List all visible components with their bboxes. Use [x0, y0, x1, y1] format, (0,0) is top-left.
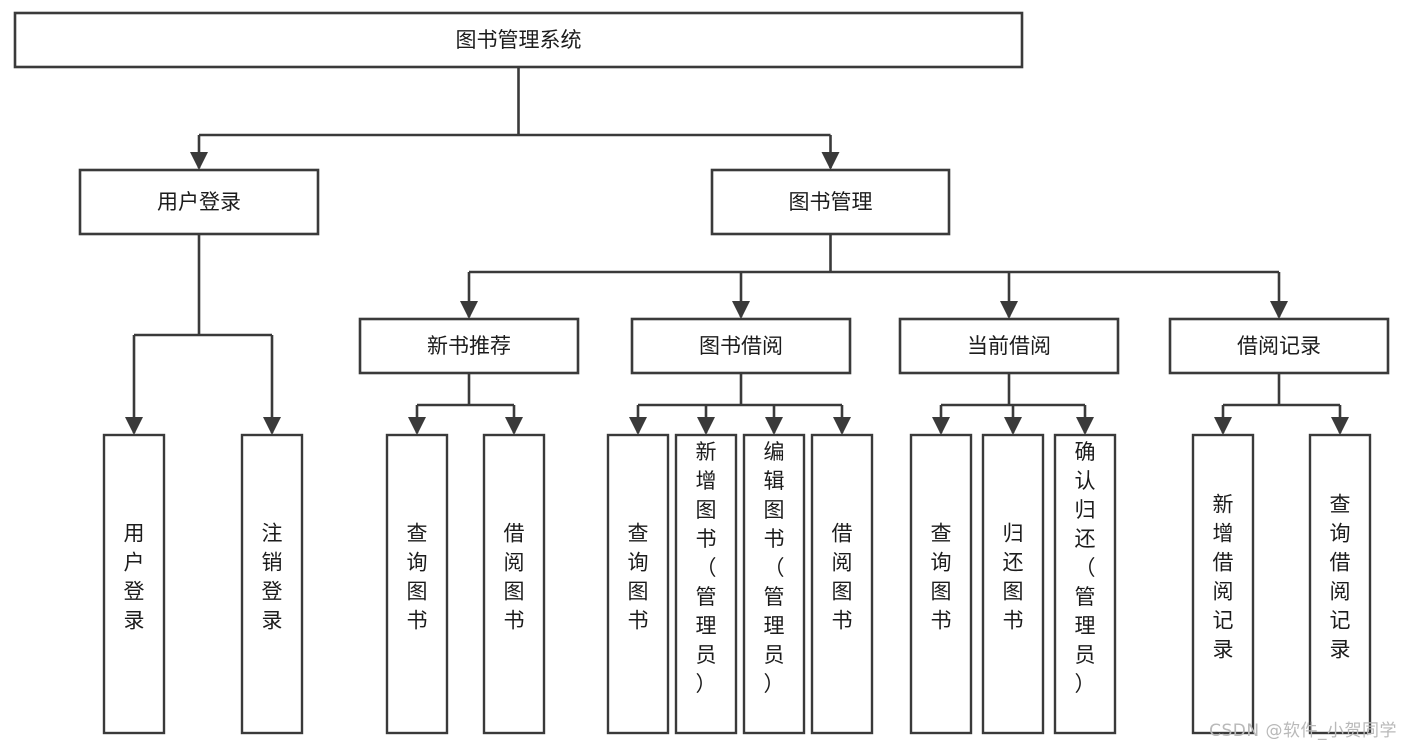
arrow-head-icon-add-borrow-record: [1214, 417, 1232, 435]
node-box-query-book-1: [385, 433, 449, 735]
node-box-query-borrow-record: [1308, 433, 1372, 735]
node-label-add-borrow-record: 新增借阅记录: [1213, 493, 1234, 662]
node-query-book-2[interactable]: 查询图书: [606, 433, 670, 735]
node-box-query-book-2: [606, 433, 670, 735]
node-label-current-borrow: 当前借阅: [967, 334, 1051, 358]
node-query-borrow-record[interactable]: 查询借阅记录: [1308, 433, 1372, 735]
node-borrow-book-2[interactable]: 借阅图书: [810, 433, 874, 735]
node-box-user-login-do: [102, 433, 166, 735]
arrow-head-icon-borrow-record: [1270, 301, 1288, 319]
arrow-head-icon-user-login-do: [125, 417, 143, 435]
node-box-book-management: [710, 168, 951, 236]
arrow-head-icon-new-book-recommend: [460, 301, 478, 319]
arrow-head-icon-book-borrow: [732, 301, 750, 319]
node-confirm-return-admin[interactable]: 确认归还（管理员）: [1053, 433, 1117, 735]
node-book-management[interactable]: 图书管理: [710, 168, 951, 236]
node-user-login-do[interactable]: 用户登录: [102, 433, 166, 735]
node-borrow-record[interactable]: 借阅记录: [1168, 317, 1390, 375]
node-label-query-borrow-record: 查询借阅记录: [1330, 493, 1351, 662]
arrow-head-icon-query-book-1: [408, 417, 426, 435]
node-add-book-admin[interactable]: 新增图书（管理员）: [674, 433, 738, 735]
arrow-head-icon-query-borrow-record: [1331, 417, 1349, 435]
node-book-borrow[interactable]: 图书借阅: [630, 317, 852, 375]
arrow-head-icon-edit-book-admin: [765, 417, 783, 435]
node-query-book-1[interactable]: 查询图书: [385, 433, 449, 735]
node-box-edit-book-admin: [742, 433, 806, 735]
node-label-add-book-admin: 新增图书（管理员）: [696, 440, 717, 696]
node-user-login[interactable]: 用户登录: [78, 168, 320, 236]
arrow-head-icon-current-borrow: [1000, 301, 1018, 319]
arrow-head-icon-add-book-admin: [697, 417, 715, 435]
node-label-book-borrow: 图书借阅: [699, 334, 783, 358]
node-add-borrow-record[interactable]: 新增借阅记录: [1191, 433, 1255, 735]
node-current-borrow[interactable]: 当前借阅: [898, 317, 1120, 375]
node-label-new-book-recommend: 新书推荐: [427, 334, 511, 358]
node-label-query-book-1: 查询图书: [407, 522, 428, 633]
node-label-query-book-2: 查询图书: [628, 522, 649, 633]
node-label-root: 图书管理系统: [456, 28, 582, 52]
node-box-borrow-record: [1168, 317, 1390, 375]
node-label-user-login-do: 用户登录: [124, 522, 145, 633]
node-query-book-3[interactable]: 查询图书: [909, 433, 973, 735]
node-label-user-login: 用户登录: [157, 190, 241, 214]
node-label-user-logout: 注销登录: [262, 522, 283, 633]
node-label-confirm-return-admin: 确认归还（管理员）: [1075, 440, 1096, 696]
node-edit-book-admin[interactable]: 编辑图书（管理员）: [742, 433, 806, 735]
node-label-return-book: 归还图书: [1003, 522, 1024, 633]
node-box-current-borrow: [898, 317, 1120, 375]
node-label-edit-book-admin: 编辑图书（管理员）: [764, 440, 785, 696]
node-new-book-recommend[interactable]: 新书推荐: [358, 317, 580, 375]
node-box-book-borrow: [630, 317, 852, 375]
node-box-query-book-3: [909, 433, 973, 735]
arrow-head-icon-borrow-book-1: [505, 417, 523, 435]
arrow-head-icon-book-management: [821, 152, 840, 170]
node-label-borrow-book-1: 借阅图书: [504, 522, 525, 633]
node-user-logout[interactable]: 注销登录: [240, 433, 304, 735]
node-box-add-borrow-record: [1191, 433, 1255, 735]
node-box-return-book: [981, 433, 1045, 735]
node-layer: 图书管理系统用户登录用户登录注销登录图书管理新书推荐查询图书借阅图书图书借阅查询…: [13, 11, 1390, 735]
node-box-borrow-book-1: [482, 433, 546, 735]
arrow-head-icon-user-logout: [263, 417, 281, 435]
arrow-head-icon-query-book-2: [629, 417, 647, 435]
node-box-confirm-return-admin: [1053, 433, 1117, 735]
node-label-query-book-3: 查询图书: [931, 522, 952, 633]
node-box-user-logout: [240, 433, 304, 735]
arrow-head-icon-query-book-3: [932, 417, 950, 435]
node-label-borrow-book-2: 借阅图书: [832, 522, 853, 633]
arrow-head-icon-borrow-book-2: [833, 417, 851, 435]
node-label-book-management: 图书管理: [789, 190, 873, 214]
node-box-root: [13, 11, 1024, 69]
node-box-user-login: [78, 168, 320, 236]
node-borrow-book-1[interactable]: 借阅图书: [482, 433, 546, 735]
csdn-watermark: CSDN @软件_小贺同学: [1209, 721, 1397, 741]
node-box-new-book-recommend: [358, 317, 580, 375]
arrow-head-icon-confirm-return-admin: [1076, 417, 1094, 435]
node-return-book[interactable]: 归还图书: [981, 433, 1045, 735]
arrow-head-icon-return-book: [1004, 417, 1022, 435]
node-label-borrow-record: 借阅记录: [1237, 334, 1321, 358]
node-box-borrow-book-2: [810, 433, 874, 735]
node-box-add-book-admin: [674, 433, 738, 735]
arrow-head-icon-user-login: [190, 152, 208, 170]
connector-layer: [125, 67, 1349, 435]
node-root[interactable]: 图书管理系统: [13, 11, 1024, 69]
